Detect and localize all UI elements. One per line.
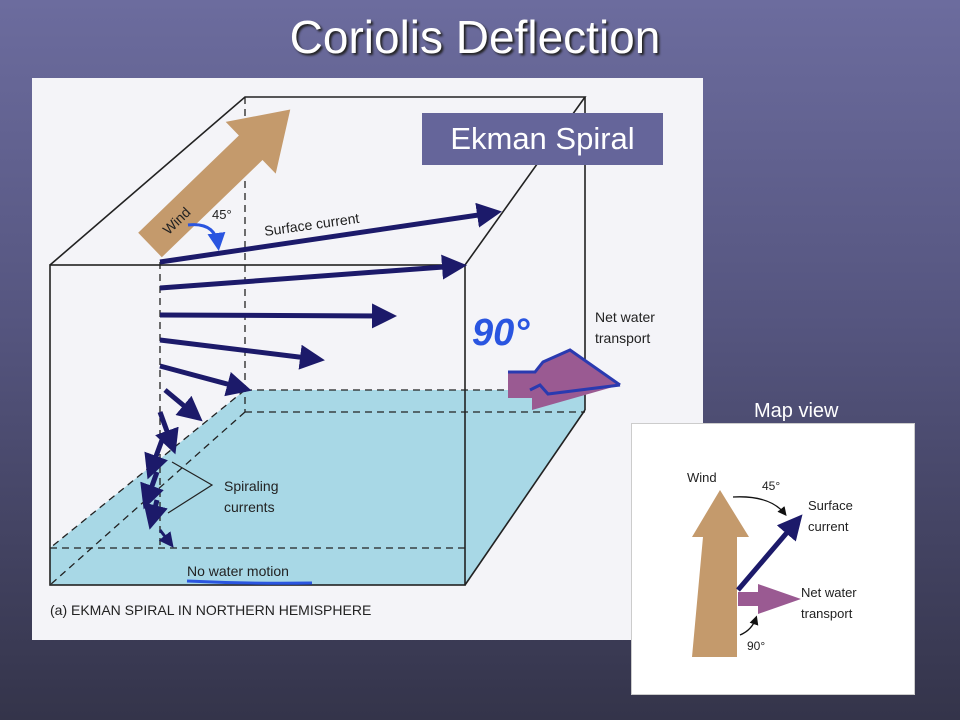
slide-title: Coriolis Deflection — [289, 11, 661, 63]
spiraling-pointer — [167, 461, 214, 514]
current-arrow — [159, 303, 397, 329]
map-90-label: 90° — [747, 639, 765, 653]
current-arrow — [143, 499, 168, 530]
handwritten-90-label: 90° — [472, 312, 530, 354]
map-surface-label-1: Surface — [808, 498, 853, 513]
current-arrow — [159, 363, 252, 397]
spiraling-label-1: Spiraling — [224, 478, 278, 494]
map-view-label: Map view — [754, 400, 839, 422]
spiral-currents — [140, 202, 502, 548]
net-transport-label-2: transport — [595, 330, 650, 346]
current-arrow — [158, 529, 174, 548]
angle-45-label: 45° — [212, 207, 232, 222]
map-90-curve — [739, 615, 759, 636]
map-wind-arrow — [692, 490, 749, 657]
current-arrow — [140, 471, 164, 510]
map-surface-label-2: current — [808, 519, 849, 534]
no-water-motion-label: No water motion — [187, 563, 289, 579]
map-45-curve — [732, 496, 787, 517]
ekman-spiral-badge: Ekman Spiral — [422, 113, 663, 165]
cube-edges — [49, 96, 587, 586]
map-net-label-2: transport — [801, 606, 853, 621]
map-45-label: 45° — [762, 479, 780, 493]
current-arrow — [144, 439, 168, 480]
map-view-diagram — [631, 423, 915, 695]
map-surface-current-arrow — [736, 514, 803, 592]
map-wind-label: Wind — [687, 470, 717, 485]
diagram-caption: (a) EKMAN SPIRAL IN NORTHERN HEMISPHERE — [50, 602, 371, 618]
current-arrow — [163, 388, 203, 422]
current-arrow — [159, 337, 325, 370]
current-arrow — [159, 254, 467, 291]
underline-mark — [186, 579, 313, 585]
net-transport-arrow — [508, 348, 621, 410]
map-net-label-1: Net water — [801, 585, 857, 600]
angle-45-curve — [187, 223, 226, 251]
spiraling-label-2: currents — [224, 499, 275, 515]
map-net-transport-arrow — [738, 584, 801, 614]
net-transport-label-1: Net water — [595, 309, 655, 325]
wind-arrow: Wind — [138, 109, 291, 258]
current-arrow — [155, 411, 179, 455]
current-arrow — [159, 202, 502, 265]
water-body — [50, 390, 585, 585]
